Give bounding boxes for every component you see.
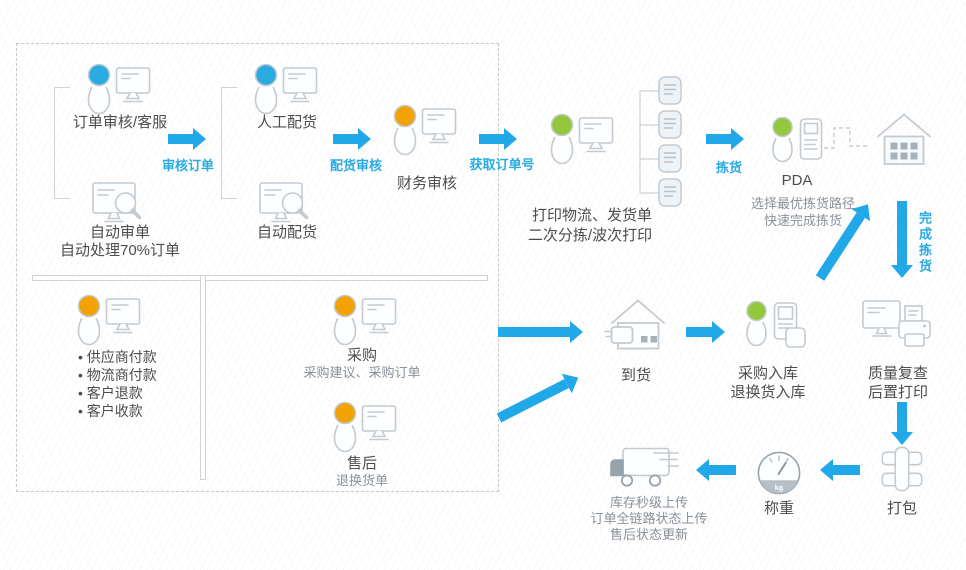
quality-monitor-printer-icon xyxy=(862,300,932,358)
inbound-person-device-icon xyxy=(744,301,806,353)
arrow-aftersale-to-arrival xyxy=(496,379,569,423)
erp-dashed-box xyxy=(16,43,499,492)
purchase-label: 采购 xyxy=(346,347,378,364)
quality-label-line2: 后置打印 xyxy=(867,384,929,401)
box-vertical-divider xyxy=(200,275,206,480)
arrow-pick-label: 拣货 xyxy=(715,160,743,175)
arrow-quality-to-pack xyxy=(897,402,907,432)
arrow-complete-pick-label: 完成拣货 xyxy=(917,211,932,275)
arrow-get-order-number xyxy=(479,134,504,144)
documents-bracket xyxy=(639,90,660,194)
auto-review-label-line1: 自动审单 xyxy=(89,224,151,241)
document-icon xyxy=(658,144,682,174)
upload-label-line2: 订单全链路状态上传 xyxy=(590,511,708,526)
aftersale-person-monitor-icon xyxy=(326,400,400,458)
weigh-scale-icon xyxy=(756,450,802,496)
manual-allocation-label: 人工配货 xyxy=(256,114,318,131)
arrow-weigh-to-ship xyxy=(709,465,736,475)
warehouse-icon xyxy=(876,112,932,168)
payments-item: 客户退款 xyxy=(78,384,157,402)
pda-person-device-icon xyxy=(770,117,828,165)
arrow-purchase-to-arrival xyxy=(498,327,570,337)
print-station-label-line2: 二次分拣/波次打印 xyxy=(527,227,653,244)
payments-item: 物流商付款 xyxy=(78,366,157,384)
arrow-review-order-label: 审核订单 xyxy=(161,158,215,173)
payments-list: 供应商付款 物流商付款 客户退款 客户收款 xyxy=(78,348,157,420)
weigh-label: 称重 xyxy=(763,500,795,517)
payments-person-monitor-icon xyxy=(70,293,144,351)
inbound-label-line2: 退换货入库 xyxy=(730,384,806,401)
auto-allocation-label: 自动配货 xyxy=(256,224,318,241)
pda-label: PDA xyxy=(781,172,813,189)
arrow-pack-to-weigh xyxy=(833,465,860,475)
pack-icon xyxy=(880,446,924,492)
arrow-allocation-review xyxy=(333,134,358,144)
quality-label-line1: 质量复查 xyxy=(867,365,929,382)
pda-sub1: 选择最优拣货路径 xyxy=(750,196,856,211)
purchase-sub: 采购建议、采购订单 xyxy=(303,365,421,380)
arrow-complete-pick xyxy=(897,201,907,265)
arrow-get-order-number-label: 获取订单号 xyxy=(469,157,535,172)
payments-item: 供应商付款 xyxy=(78,348,157,366)
purchase-person-monitor-icon xyxy=(326,293,400,351)
order-review-label: 订单审核/客服 xyxy=(72,114,168,131)
finance-review-label: 财务审核 xyxy=(396,175,458,192)
auto-review-label-line2: 自动处理70%订单 xyxy=(59,242,181,259)
box-horizontal-divider xyxy=(32,275,488,281)
upload-label-line1: 库存秒级上传 xyxy=(609,495,689,510)
arrow-arrival-to-inbound xyxy=(686,327,712,337)
arrow-allocation-review-label: 配货审核 xyxy=(329,158,383,173)
finance-review-person-monitor-icon xyxy=(386,103,460,161)
arrival-label: 到货 xyxy=(620,367,652,384)
pda-sub2: 快速完成拣货 xyxy=(763,213,843,228)
pack-label: 打包 xyxy=(886,500,918,517)
arrival-house-icon xyxy=(604,296,670,354)
print-station-label-line1: 打印物流、发货单 xyxy=(531,207,653,224)
upload-label-line3: 售后状态更新 xyxy=(609,527,689,542)
document-icon xyxy=(658,178,682,208)
print-station-person-monitor-icon xyxy=(543,112,617,170)
aftersale-label: 售后 xyxy=(346,455,378,472)
truck-icon xyxy=(606,444,686,492)
order-review-bracket xyxy=(54,87,70,199)
payments-item: 客户收款 xyxy=(78,402,157,420)
arrow-pick xyxy=(706,134,731,144)
pick-path-dashed-connector xyxy=(824,127,868,149)
document-icon xyxy=(658,110,682,140)
inbound-label-line1: 采购入库 xyxy=(737,365,799,382)
aftersale-sub: 退换货单 xyxy=(335,473,389,488)
allocation-bracket xyxy=(221,87,237,199)
document-icon xyxy=(658,76,682,106)
arrow-review-order xyxy=(168,134,193,144)
